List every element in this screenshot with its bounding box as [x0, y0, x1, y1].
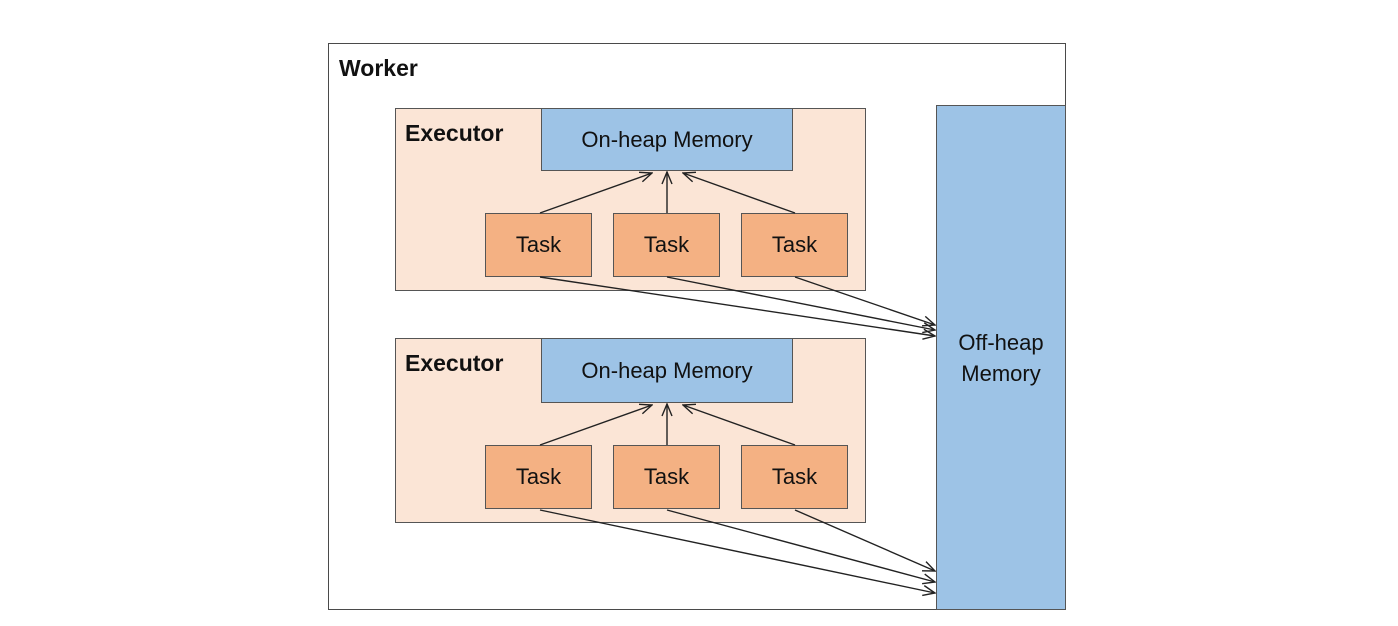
- off-heap-label-line2: Memory: [961, 360, 1041, 386]
- worker-title: Worker: [339, 55, 418, 81]
- off-heap-label-line1: Off-heap: [958, 329, 1044, 355]
- on-heap-memory-2: On-heap Memory: [541, 338, 793, 403]
- task-1-3: Task: [741, 213, 848, 277]
- on-heap-memory-1: On-heap Memory: [541, 108, 793, 171]
- task-2-3: Task: [741, 445, 848, 509]
- task-1-1: Task: [485, 213, 592, 277]
- task-1-2: Task: [613, 213, 720, 277]
- off-heap-memory: Off-heap Memory: [936, 105, 1066, 610]
- executor-title-2: Executor: [405, 350, 504, 376]
- task-2-1: Task: [485, 445, 592, 509]
- task-2-2: Task: [613, 445, 720, 509]
- executor-title-1: Executor: [405, 120, 504, 146]
